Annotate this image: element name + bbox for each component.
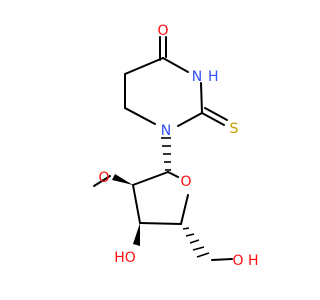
atom-o-hydroxymethyl: O [232, 253, 243, 269]
bond-c2-s-double-b [204, 107, 228, 121]
bond-c3p-c4p [139, 222, 182, 225]
bond-o4p-c1p [167, 171, 179, 178]
stereo-bonds [112, 137, 210, 258]
atom-ho-3: HO [114, 250, 136, 266]
hashed-wedge-c4p-c5p [182, 227, 210, 258]
bond-c5-c4 [124, 57, 164, 75]
bond-n1-c6 [124, 107, 156, 125]
hashed-wedge-c1p-n1 [161, 137, 171, 171]
atom-n-amide: N [192, 69, 202, 85]
bond-c1p-c2p [132, 171, 169, 186]
bond-c2p-c3p [132, 184, 141, 224]
bond-c4p-o4p [180, 194, 189, 225]
molecule-structure: O N H S N O O HO O H [93, 23, 259, 269]
wedge-c2p-omethoxy [112, 174, 133, 185]
bond-c4-n3 [162, 57, 189, 73]
atom-labels: O N H S N O O HO O H [98, 23, 258, 269]
wedge-c3p-oh [133, 223, 140, 246]
atom-n-ring: N [161, 123, 171, 139]
bond-c2-s-double-a [201, 112, 225, 126]
atom-o-methoxy: O [98, 170, 109, 186]
atom-o-carbonyl: O [157, 23, 168, 39]
bond-c5p-o [211, 258, 233, 261]
bonds [93, 36, 233, 261]
atom-s-thione: S [230, 121, 239, 137]
atom-o-ring: O [180, 174, 191, 190]
bond-c2-n1 [177, 112, 203, 127]
bond-n3-c2 [200, 82, 203, 114]
bond-om-ch3 [93, 175, 111, 187]
atom-h-amide: H [208, 69, 219, 85]
atom-h-hydroxymethyl: H [248, 253, 259, 269]
